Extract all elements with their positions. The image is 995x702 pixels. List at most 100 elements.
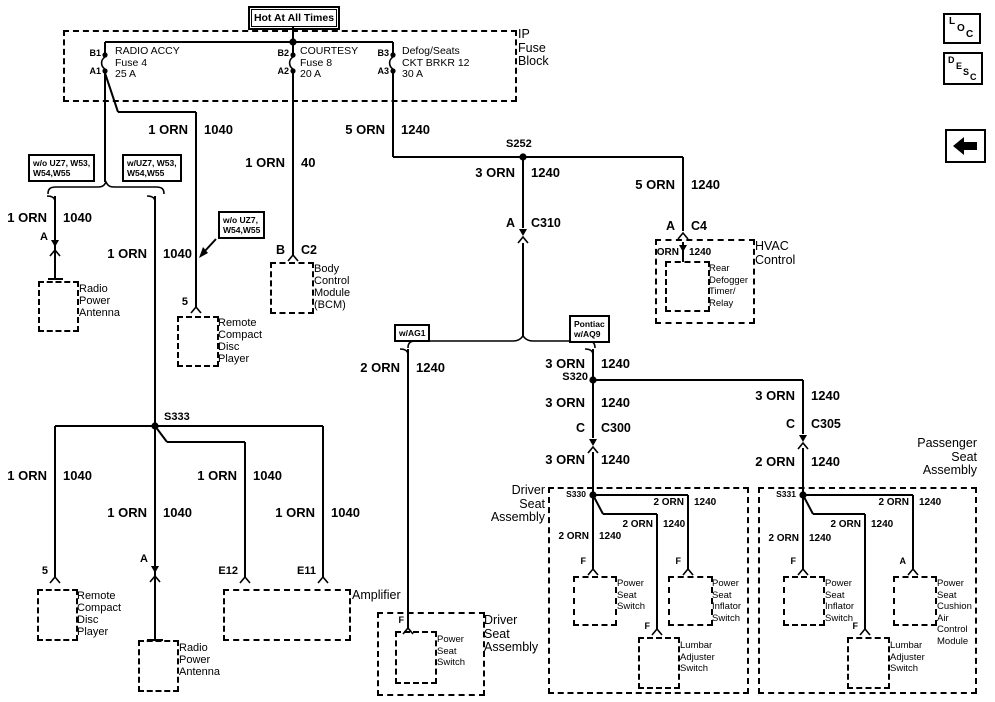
- connector-symbols: [49, 229, 919, 636]
- hvac-control-box: [655, 239, 755, 324]
- wire-circuit: 1240: [691, 177, 720, 192]
- wire-color: 3 ORN: [545, 452, 585, 467]
- wire-color: 3 ORN: [545, 395, 585, 410]
- fuse3-bottom-pin: A3: [377, 66, 389, 76]
- back-button[interactable]: [945, 129, 986, 163]
- wire-circuit: 1240: [919, 497, 942, 508]
- driver-power-seat-inflator-switch-box: [668, 576, 713, 626]
- connector-c4-pin: A: [665, 219, 675, 233]
- desc-letter: C: [970, 72, 977, 82]
- radio-power-antenna-lower-box: [138, 640, 179, 692]
- desc-letter: E: [956, 61, 963, 71]
- wire-color: 2 ORN: [878, 497, 909, 508]
- pin-5-cd-lower: 5: [41, 565, 48, 577]
- wire-circuit: 1240: [694, 497, 717, 508]
- wire-color: 2 ORN: [755, 454, 795, 469]
- power-seat-switch-small-box: [395, 631, 437, 684]
- pin-e11-amplifier: E11: [297, 565, 316, 577]
- pin-e12-amplifier: E12: [218, 565, 238, 577]
- pin-f-pass-psis: F: [790, 556, 797, 566]
- amplifier-label: Amplifier: [352, 588, 401, 602]
- wire-color: 2 ORN: [360, 360, 400, 375]
- wire-color: 5 ORN: [345, 122, 385, 137]
- wire-circuit: 1240: [689, 247, 712, 258]
- connector-c2-pin: B: [275, 243, 285, 257]
- option-tag-w-ag1: w/AG1: [394, 324, 431, 342]
- ip-fuse-block-box: [63, 30, 517, 102]
- splice-s333: S333: [164, 411, 190, 423]
- wire-color: ORN: [656, 247, 679, 258]
- wire-circuit: 1240: [601, 452, 630, 467]
- wire-color: 1 ORN: [7, 468, 47, 483]
- wire-circuit: 1040: [163, 246, 192, 261]
- connector-c310-pin: A: [505, 216, 515, 230]
- pin-f-driver-lumbar: F: [644, 621, 651, 631]
- wire-color: 1 ORN: [107, 505, 147, 520]
- wire-circuit: 1240: [531, 165, 560, 180]
- splice-dots: [151, 38, 807, 499]
- fuse-symbols: [100, 52, 396, 74]
- wire-circuit: 40: [301, 155, 316, 170]
- remote-cd-upper-box: [177, 316, 219, 367]
- option-tag-wo-uz7: w/o UZ7,W54,W55: [218, 211, 266, 239]
- desc-letter: S: [963, 67, 970, 77]
- wire-color: 3 ORN: [755, 388, 795, 403]
- connector-c300-name: C300: [601, 421, 631, 435]
- wire-color: 1 ORN: [7, 210, 47, 225]
- wire-circuit: 1240: [601, 356, 630, 371]
- fuse3-top-pin: B3: [377, 48, 389, 58]
- fuse1-bottom-pin: A1: [89, 66, 101, 76]
- wire-circuit: 1240: [416, 360, 445, 375]
- pin-f-driver-small: F: [398, 615, 405, 625]
- wire-color: 1 ORN: [148, 122, 188, 137]
- wire-circuit: 1240: [809, 533, 832, 544]
- loc-letter: C: [966, 29, 974, 40]
- pin-a-antenna-upper: A: [40, 231, 48, 243]
- wire-color: 1 ORN: [275, 505, 315, 520]
- driver-seat-assembly-small-box: [377, 612, 485, 696]
- back-arrow-icon: [953, 137, 977, 155]
- desc-letter: D: [948, 55, 955, 65]
- driver-lumbar-adjuster-switch-box: [638, 637, 680, 689]
- wire-circuit: 1040: [63, 210, 92, 225]
- wire-color: 2 ORN: [768, 533, 799, 544]
- amplifier-box: [223, 589, 351, 641]
- rear-defogger-relay-box: [665, 261, 710, 312]
- pin-f-driver-pss: F: [580, 556, 587, 566]
- option-tag-wo-uz7-w53: w/o UZ7, W53,W54,W55: [28, 154, 96, 182]
- wire-circuit: 1040: [163, 505, 192, 520]
- wire-circuit: 1040: [204, 122, 233, 137]
- desc-button[interactable]: D E S C: [943, 52, 983, 85]
- pin-f-pass-lumbar: F: [852, 621, 859, 631]
- connector-c310-name: C310: [531, 216, 561, 230]
- splice-s252: S252: [506, 138, 532, 150]
- fuse2-top-pin: B2: [277, 48, 289, 58]
- connector-c300-pin: C: [575, 421, 585, 435]
- loc-button[interactable]: L O C: [943, 13, 981, 44]
- passenger-seat-cushion-module-box: [893, 576, 937, 626]
- splice-s330: S330: [566, 489, 586, 499]
- loc-letter: O: [957, 23, 965, 34]
- driver-seat-assembly-box: [548, 487, 749, 694]
- splice-s320: S320: [562, 371, 588, 383]
- connector-c4-name: C4: [691, 219, 707, 233]
- wire-circuit: 1040: [331, 505, 360, 520]
- wire-circuit: 1240: [599, 531, 622, 542]
- loc-letter: L: [949, 16, 956, 27]
- hot-at-all-times-banner: Hot At All Times: [248, 6, 340, 30]
